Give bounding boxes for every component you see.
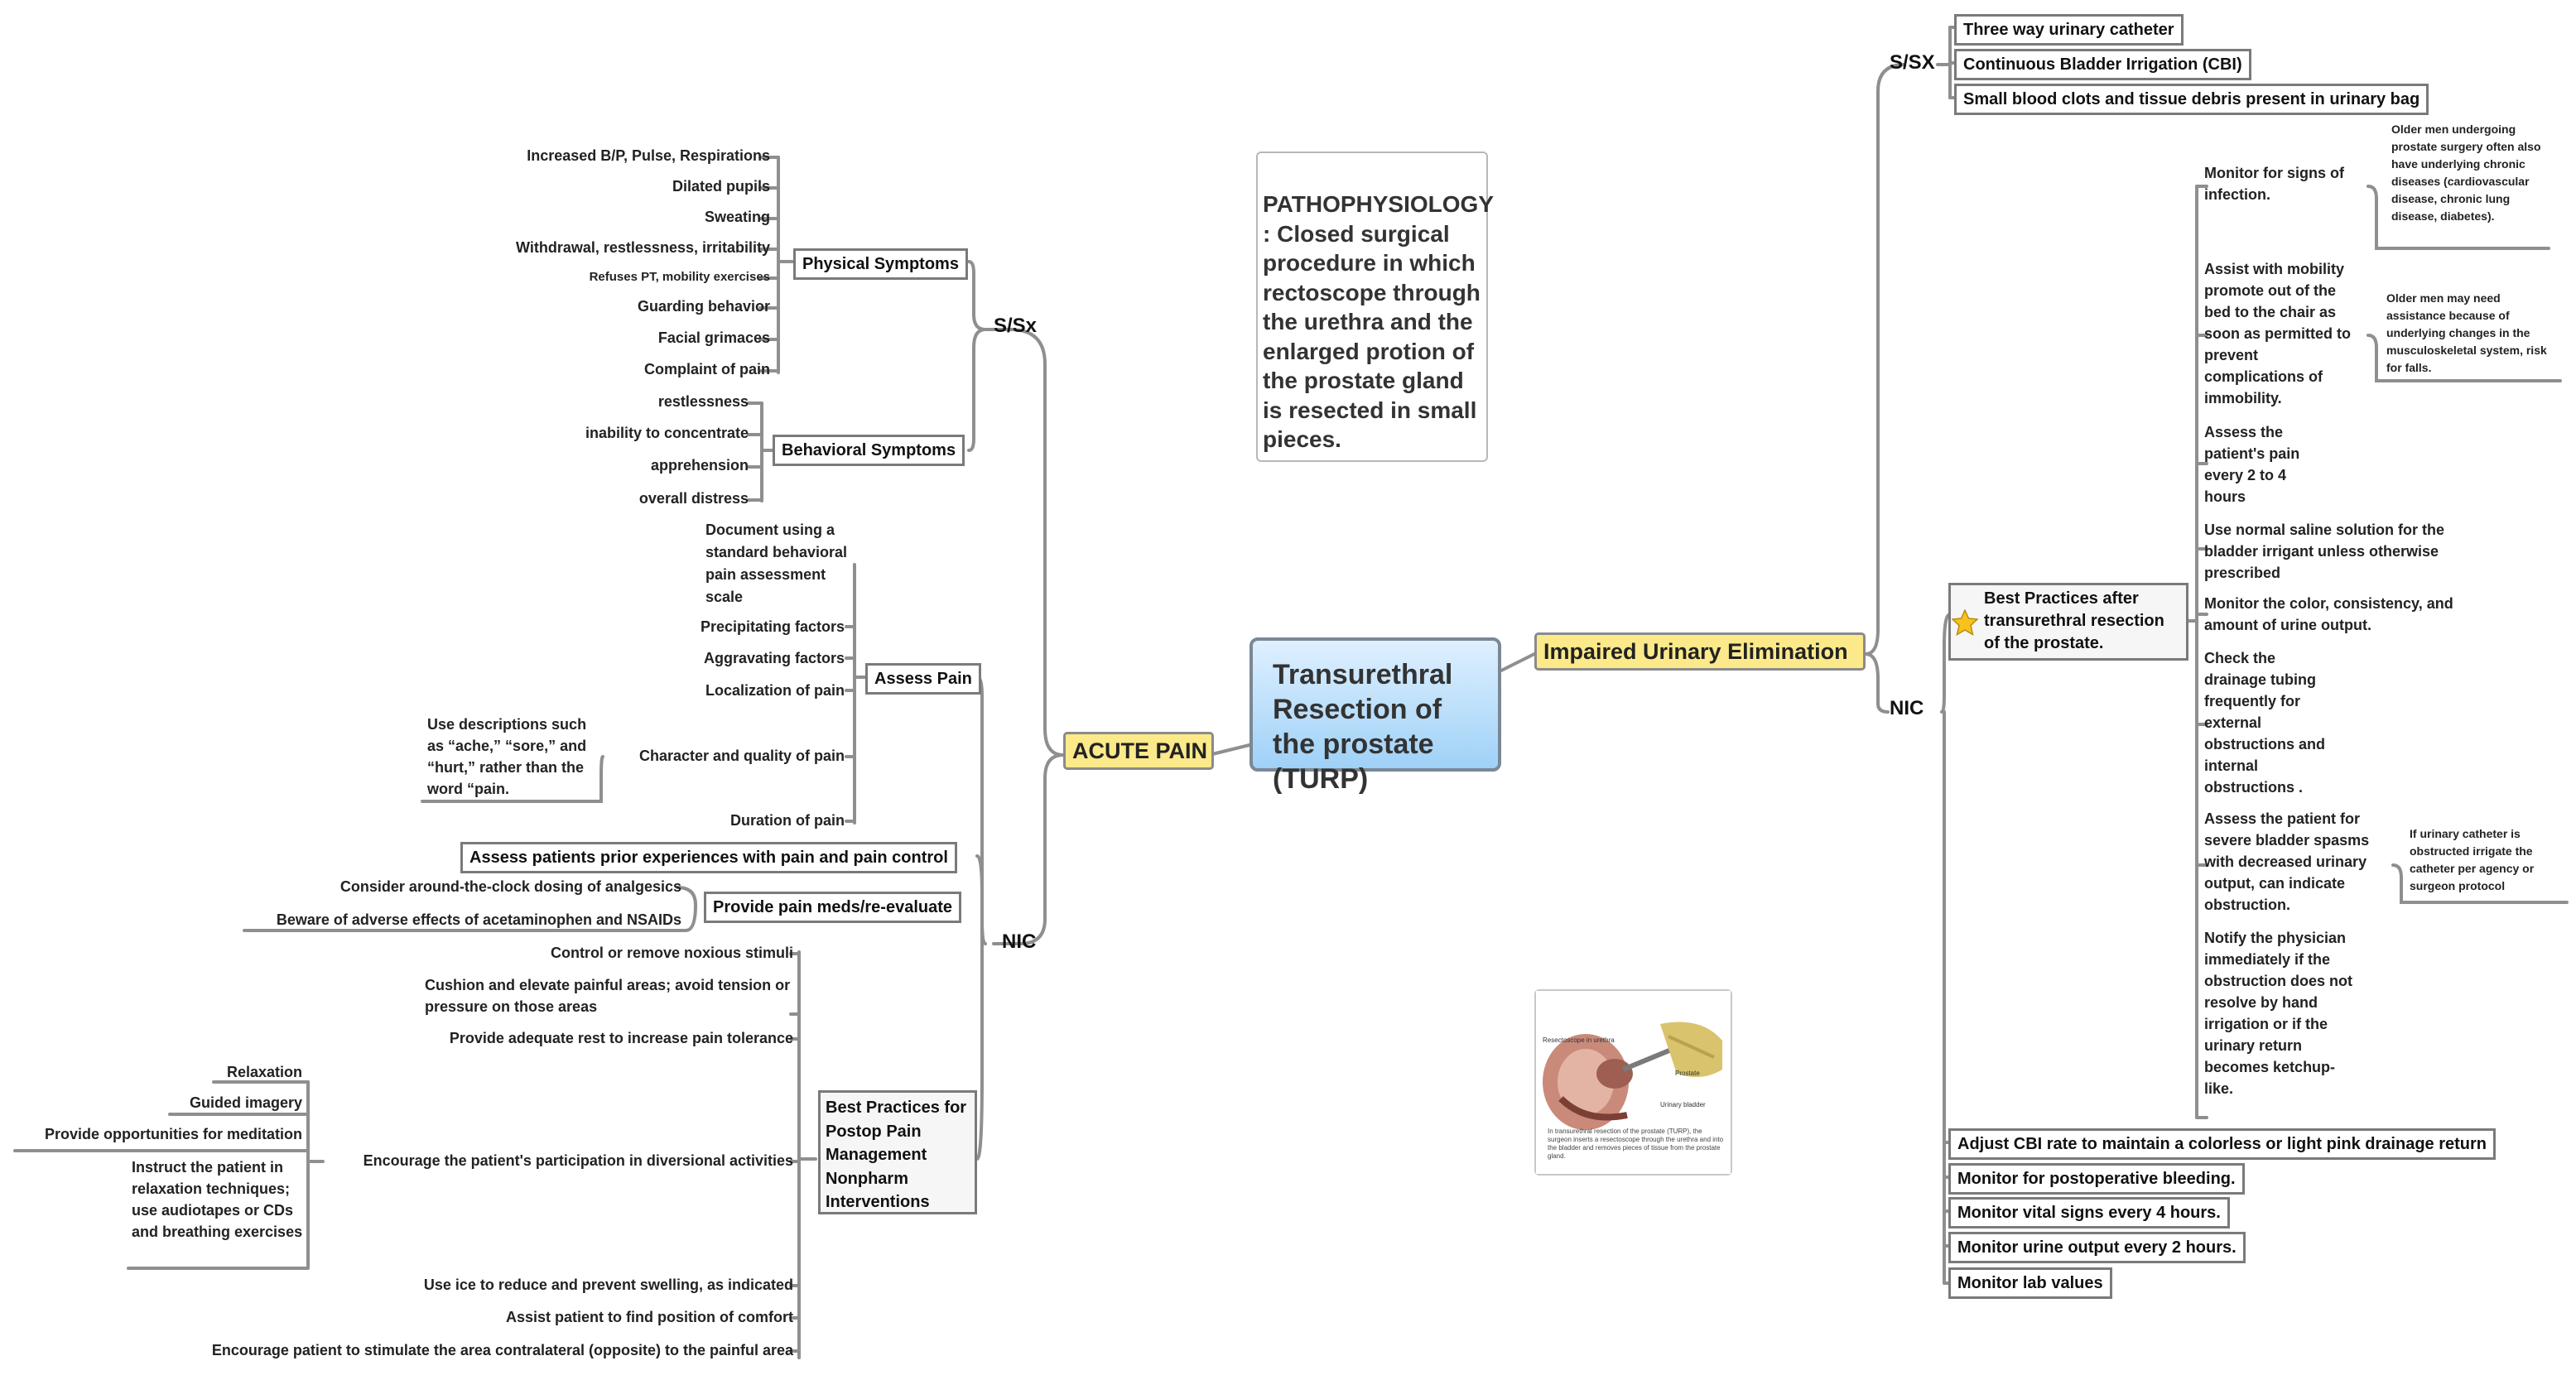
urinary-topic[interactable]: Impaired Urinary Elimination (1534, 632, 1866, 671)
turp-item-1[interactable]: Monitor for signs of infection. (2204, 165, 2344, 203)
image-caption: In transurethral resection of the prosta… (1548, 1128, 1724, 1160)
central-topic[interactable]: Transurethral Resection of the prostate … (1249, 637, 1501, 795)
physical-item-3[interactable]: Sweating (704, 209, 770, 225)
diversional-item-1[interactable]: Relaxation (226, 1064, 302, 1080)
behavioral-symptoms-topic[interactable]: Behavioral Symptoms (773, 435, 965, 466)
acute-pain-ssx-label[interactable]: S/Sx (994, 315, 1038, 337)
turp-illustration[interactable]: Resectoscope in urethra Prostate Urinary… (1534, 989, 1732, 1176)
behavioral-item-2[interactable]: inability to concentrate (585, 425, 749, 441)
pathophysiology-note[interactable]: PATHOPHYSIOLOGY : Closed surgical proced… (1256, 151, 1494, 462)
physical-item-7[interactable]: Facial grimaces (657, 329, 770, 346)
urinary-ssx-label[interactable]: S/SX (1890, 51, 1935, 74)
nonpharm-item-1[interactable]: Control or remove noxious stimuli (550, 945, 793, 961)
ssx-item-3[interactable]: Small blood clots and tissue debris pres… (1954, 84, 2429, 115)
urinary-nic-label[interactable]: NIC (1890, 697, 1924, 719)
spasms-note[interactable]: If urinary catheter is obstructed irriga… (2410, 827, 2535, 892)
turp-item-2[interactable]: Assist with mobility promote out of the … (2204, 261, 2352, 406)
turp-item-4[interactable]: Use normal saline solution for the bladd… (2204, 522, 2445, 581)
physical-item-5[interactable]: Refuses PT, mobility exercises (589, 270, 770, 284)
character-note[interactable]: Use descriptions such as “ache,” “sore,”… (427, 716, 587, 797)
prior-experiences-topic[interactable]: Assess patients prior experiences with p… (460, 842, 957, 873)
image-label-prostate: Prostate (1675, 1070, 1700, 1077)
assess-pain-item-4[interactable]: Localization of pain (705, 682, 845, 699)
behavioral-item-3[interactable]: apprehension (650, 457, 749, 474)
physical-item-8[interactable]: Complaint of pain (644, 361, 770, 377)
assess-pain-item-6[interactable]: Duration of pain (730, 812, 845, 829)
assess-pain-topic[interactable]: Assess Pain (865, 663, 981, 695)
pain-meds-topic[interactable]: Provide pain meds/re-evaluate (704, 892, 962, 923)
nonpharm-item-6[interactable]: Assist patient to find position of comfo… (506, 1309, 793, 1325)
nonpharm-item-4[interactable]: Encourage the patient's participation in… (363, 1152, 793, 1169)
nic-item-1[interactable]: Adjust CBI rate to maintain a colorless … (1948, 1128, 2496, 1160)
turp-item-7[interactable]: Assess the patient for severe bladder sp… (2204, 810, 2370, 913)
nonpharm-item-7[interactable]: Encourage patient to stimulate the area … (211, 1342, 793, 1358)
turp-item-5[interactable]: Monitor the color, consistency, and amou… (2204, 595, 2453, 633)
nonpharm-best-practices-topic[interactable]: Best Practices for Postop Pain Managemen… (818, 1090, 977, 1214)
nonpharm-item-3[interactable]: Provide adequate rest to increase pain t… (449, 1030, 793, 1046)
acute-pain-topic[interactable]: ACUTE PAIN (1063, 732, 1214, 770)
nic-item-2[interactable]: Monitor for postoperative bleeding. (1948, 1163, 2245, 1195)
turp-best-practices-label: Best Practices after transurethral resec… (1984, 589, 2164, 652)
nic-item-3[interactable]: Monitor vital signs every 4 hours. (1948, 1197, 2230, 1229)
assess-pain-item-3[interactable]: Aggravating factors (703, 650, 845, 666)
diversional-item-3[interactable]: Provide opportunities for meditation (44, 1126, 302, 1142)
diversional-item-2[interactable]: Guided imagery (189, 1094, 302, 1111)
turp-best-practices-topic[interactable]: Best Practices after transurethral resec… (1948, 583, 2188, 661)
turp-anatomy-image: Resectoscope in urethra Prostate Urinary… (1536, 991, 1731, 1174)
nonpharm-item-5[interactable]: Use ice to reduce and prevent swelling, … (423, 1277, 793, 1293)
nonpharm-item-2[interactable]: Cushion and elevate painful areas; avoid… (425, 977, 791, 1015)
turp-item-8[interactable]: Notify the physician immediately if the … (2204, 930, 2352, 1097)
nic-item-4[interactable]: Monitor urine output every 2 hours. (1948, 1232, 2246, 1263)
physical-item-2[interactable]: Dilated pupils (672, 178, 770, 195)
physical-item-1[interactable]: Increased B/P, Pulse, Respirations (527, 147, 770, 164)
meds-item-2[interactable]: Beware of adverse effects of acetaminoph… (276, 911, 681, 928)
physical-symptoms-topic[interactable]: Physical Symptoms (793, 248, 968, 280)
diversional-item-4[interactable]: Instruct the patient in relaxation techn… (132, 1159, 303, 1240)
image-label-bladder: Urinary bladder (1660, 1101, 1706, 1108)
physical-item-4[interactable]: Withdrawal, restlessness, irritability (516, 239, 770, 256)
turp-item-6[interactable]: Check the drainage tubing frequently for… (2204, 650, 2326, 796)
turp-item-3[interactable]: Assess the patient's pain every 2 to 4 h… (2204, 424, 2300, 505)
physical-item-6[interactable]: Guarding behavior (637, 298, 770, 315)
image-label-resectoscope: Resectoscope in urethra (1543, 1036, 1615, 1044)
assess-pain-item-1[interactable]: Document using a standard behavioral pai… (705, 522, 848, 605)
behavioral-item-4[interactable]: overall distress (638, 490, 749, 507)
star-icon (1952, 609, 1978, 636)
assess-pain-item-2[interactable]: Precipitating factors (700, 618, 845, 635)
behavioral-item-1[interactable]: restlessness (657, 393, 749, 410)
mobility-note[interactable]: Older men may need assistance because of… (2386, 291, 2547, 374)
infection-note[interactable]: Older men undergoing prostate surgery of… (2391, 123, 2541, 223)
assess-pain-item-5[interactable]: Character and quality of pain (638, 748, 845, 764)
acute-pain-nic-label[interactable]: NIC (1002, 930, 1037, 953)
ssx-item-2[interactable]: Continuous Bladder Irrigation (CBI) (1954, 49, 2251, 80)
ssx-item-1[interactable]: Three way urinary catheter (1954, 14, 2184, 46)
nic-item-5[interactable]: Monitor lab values (1948, 1267, 2112, 1299)
meds-item-1[interactable]: Consider around-the-clock dosing of anal… (339, 878, 681, 895)
